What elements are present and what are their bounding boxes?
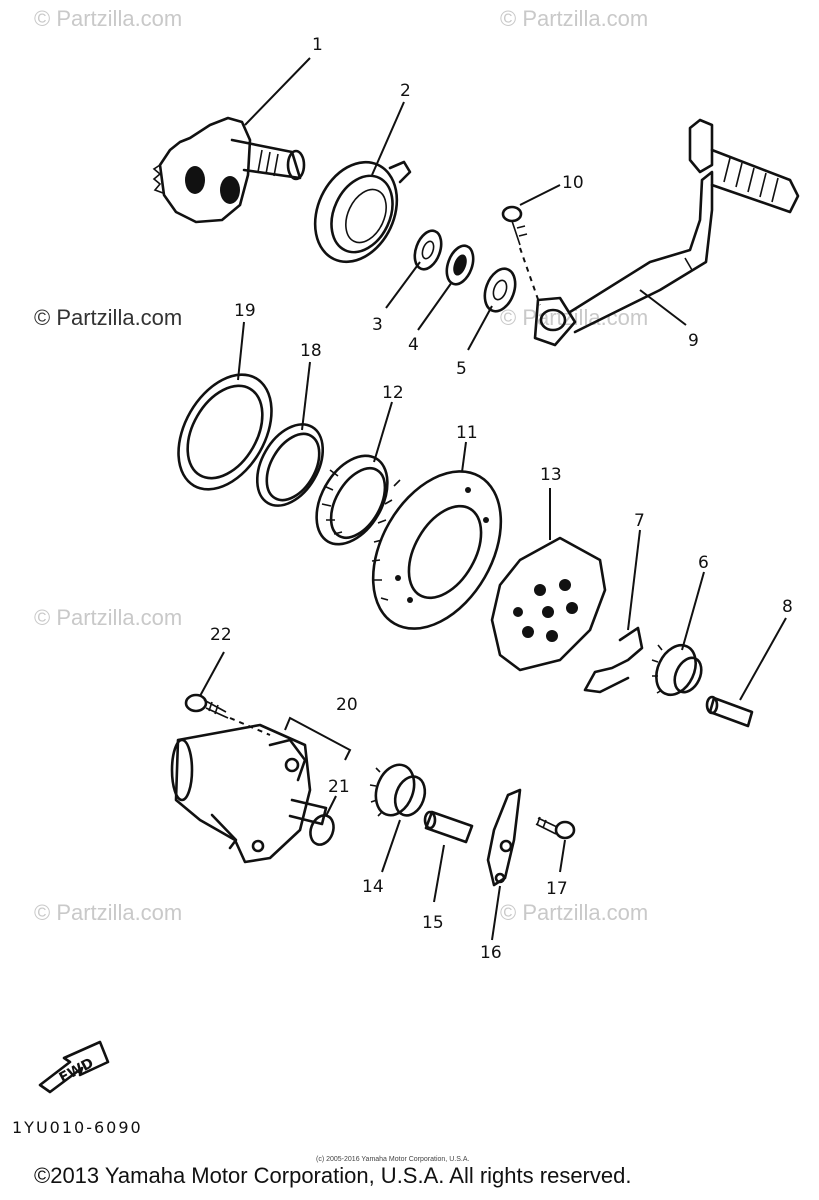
part-9-kick-crank[interactable]	[533, 118, 800, 347]
watermark: © Partzilla.com	[500, 900, 649, 925]
part-4-washer[interactable]	[442, 242, 478, 288]
watermark: © Partzilla.com	[34, 305, 183, 330]
part-21-o-ring[interactable]	[307, 812, 338, 848]
watermark: © Partzilla.com	[500, 6, 649, 31]
part-22-bolt[interactable]	[184, 693, 271, 736]
callout-22: 22	[210, 625, 232, 645]
footer-copyright: ©2013 Yamaha Motor Corporation, U.S.A. A…	[34, 1163, 632, 1188]
callout-9: 9	[688, 331, 699, 351]
callout-6: 6	[698, 553, 709, 573]
callout-17: 17	[546, 879, 568, 899]
callout-2: 2	[400, 81, 411, 101]
watermark: © Partzilla.com	[34, 6, 183, 31]
part-14-idle-gear[interactable]	[369, 759, 430, 820]
callout-10: 10	[562, 173, 584, 193]
part-19-washer[interactable]	[159, 358, 290, 505]
watermark: © Partzilla.com	[34, 900, 183, 925]
part-12-bearing[interactable]	[302, 443, 402, 556]
callout-21: 21	[328, 777, 350, 797]
callout-11: 11	[456, 423, 478, 443]
part-5-collar[interactable]	[479, 265, 520, 316]
part-17-screw[interactable]	[535, 816, 576, 840]
callout-3: 3	[372, 315, 383, 335]
callout-19: 19	[234, 301, 256, 321]
callout-14: 14	[362, 877, 384, 897]
fwd-arrow: FWD	[38, 1040, 110, 1094]
part-7-clip[interactable]	[583, 626, 644, 694]
part-1-kick-axle[interactable]	[152, 116, 306, 224]
callout-15: 15	[422, 913, 444, 933]
callout-5: 5	[456, 359, 467, 379]
callout-8: 8	[782, 597, 793, 617]
callout-12: 12	[382, 383, 404, 403]
callout-16: 16	[480, 943, 502, 963]
part-16-plate[interactable]	[486, 788, 522, 887]
callout-1: 1	[312, 35, 323, 55]
part-2-return-spring[interactable]	[300, 149, 413, 275]
callout-20: 20	[336, 695, 358, 715]
part-20-starter-motor[interactable]	[170, 716, 352, 864]
diagram-code: 1YU010-6090	[12, 1118, 143, 1137]
part-15-shaft[interactable]	[423, 810, 474, 844]
part-10-bolt[interactable]	[501, 205, 541, 306]
watermark: © Partzilla.com	[34, 605, 183, 630]
callout-4: 4	[408, 335, 419, 355]
part-11-starter-gear[interactable]	[347, 449, 527, 651]
callout-7: 7	[634, 511, 645, 531]
part-6-gear[interactable]	[649, 639, 707, 701]
callout-18: 18	[300, 341, 322, 361]
part-3-washer[interactable]	[410, 227, 446, 273]
callout-leaders	[199, 57, 787, 941]
callout-13: 13	[540, 465, 562, 485]
callout-numbers: 1 2 3 4 5 6 7 8 9 10 11 12 13 14 15 16 1…	[210, 35, 793, 963]
tiny-copyright: (c) 2005-2016 Yamaha Motor Corporation, …	[316, 1156, 470, 1163]
part-18-ring[interactable]	[244, 413, 336, 517]
part-13-clutch-plate[interactable]	[490, 536, 607, 672]
part-8-shaft[interactable]	[705, 695, 754, 728]
fwd-label: FWD	[57, 1055, 97, 1086]
